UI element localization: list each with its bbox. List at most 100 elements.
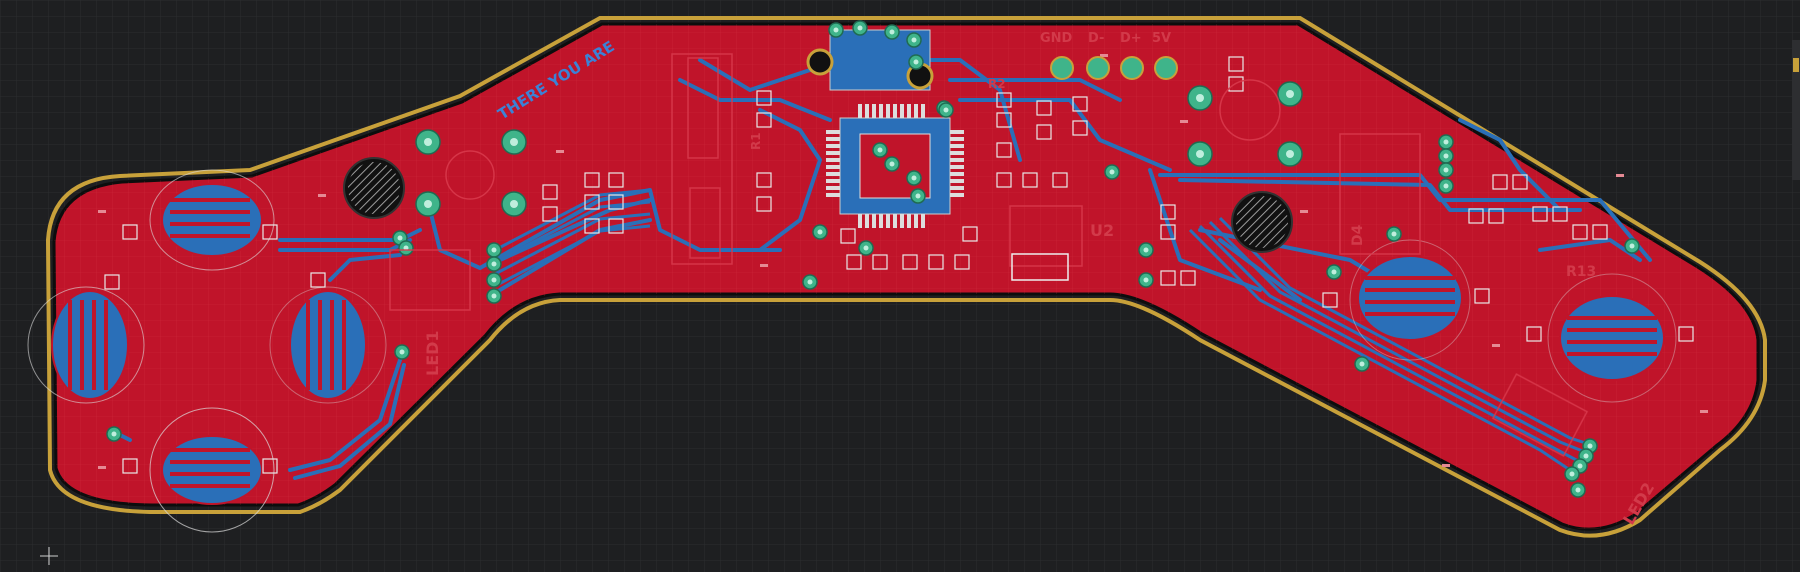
via-hole [1109, 169, 1115, 175]
led1-diagonal-traces [494, 188, 651, 288]
side-panel-edge[interactable] [1792, 40, 1800, 180]
via-hole [1443, 153, 1449, 159]
mcu-pin [950, 165, 964, 169]
smd-pad [1072, 120, 1088, 136]
mcu-pin [914, 104, 918, 118]
via-hole [943, 107, 949, 113]
mcu-pin [900, 104, 904, 118]
touch-pad-right-b[interactable] [1547, 273, 1677, 403]
designator-led1: LED1 [423, 330, 442, 376]
mcu-pin [950, 144, 964, 148]
designator-d4: D4 [1350, 224, 1366, 246]
smd-pad [756, 172, 772, 188]
mcu-pin [865, 214, 869, 228]
designator-r2: R2 [988, 77, 1006, 91]
mcu-pin [826, 172, 840, 176]
mcu-pin [950, 179, 964, 183]
silk-mark [760, 264, 768, 267]
via-hole [1143, 247, 1149, 253]
designator-u2: U2 [1090, 221, 1114, 240]
via-hole [911, 37, 917, 43]
mcu-pin [826, 137, 840, 141]
smd-pad [1468, 208, 1484, 224]
mcu-pin [950, 186, 964, 190]
mcu-pin [921, 104, 925, 118]
smd-pad [756, 112, 772, 128]
touch-pad-center[interactable] [269, 286, 387, 404]
header-label-5v: 5V [1152, 31, 1171, 46]
mcu-pin [914, 214, 918, 228]
silk-mark [1616, 174, 1624, 177]
mcu-pin [886, 104, 890, 118]
via-hole [857, 25, 863, 31]
via-hole [877, 147, 883, 153]
smd-pad [584, 194, 600, 210]
smd-pad [1532, 206, 1548, 222]
via-hole [889, 161, 895, 167]
mounting-hole-left[interactable] [343, 157, 405, 219]
smd-pad [542, 206, 558, 222]
board-edge-cuts[interactable] [45, 16, 1767, 538]
smd-pad [1552, 206, 1568, 222]
smd-pad [104, 274, 120, 290]
smd-pad [954, 254, 970, 270]
touch-pad-bottom[interactable] [149, 407, 275, 533]
via-hole [491, 293, 497, 299]
smd-pad [1526, 326, 1542, 342]
silk-mark [98, 210, 106, 213]
smd-pad [1678, 326, 1694, 342]
smd-pad [1160, 270, 1176, 286]
mcu-pin [826, 158, 840, 162]
mounting-hole-right[interactable] [1231, 191, 1293, 253]
mcu-pin [826, 193, 840, 197]
smd-pad [1592, 224, 1608, 240]
via-hole [1286, 90, 1294, 98]
smd-pad [310, 272, 326, 288]
silk-mark [1300, 210, 1308, 213]
mcu-pin [858, 214, 862, 228]
smd-pad [1180, 270, 1196, 286]
smd-pad [1492, 174, 1508, 190]
smd-pad [1322, 292, 1338, 308]
vias [106, 20, 1640, 498]
silk-mark [1180, 120, 1188, 123]
touch-pad-left[interactable] [27, 286, 145, 404]
smd-pad [996, 142, 1012, 158]
touch-pad-top-left[interactable] [149, 169, 275, 271]
u2-package[interactable] [1011, 253, 1069, 281]
smd-pad [840, 228, 856, 244]
via-hole [913, 59, 919, 65]
smd-pad [122, 224, 138, 240]
silk-mark [1100, 54, 1108, 57]
mcu-pins [826, 104, 964, 228]
via-hole [1359, 361, 1365, 367]
smd-pad [1474, 288, 1490, 304]
via-hole [833, 27, 839, 33]
silk-mark [1492, 344, 1500, 347]
smd-pad [872, 254, 888, 270]
mcu-pin [826, 165, 840, 169]
via-hole [491, 247, 497, 253]
mcu-pin [950, 193, 964, 197]
header-pins[interactable] [1050, 56, 1178, 80]
mcu-pin [872, 104, 876, 118]
via-hole [1629, 243, 1635, 249]
mcu-pin [950, 130, 964, 134]
smd-pad [996, 92, 1012, 108]
via-hole [397, 235, 403, 241]
via-hole [817, 229, 823, 235]
smd-pad [584, 218, 600, 234]
via-hole [1443, 139, 1449, 145]
via-hole [1575, 487, 1581, 493]
smd-pad [542, 184, 558, 200]
via-hole [424, 138, 432, 146]
mcu-pin [872, 214, 876, 228]
via-hole [491, 277, 497, 283]
via-hole [424, 200, 432, 208]
touch-pad-right-a[interactable] [1349, 239, 1471, 361]
mcu-pin [907, 214, 911, 228]
smd-pad [1228, 76, 1244, 92]
mcu-pin [865, 104, 869, 118]
